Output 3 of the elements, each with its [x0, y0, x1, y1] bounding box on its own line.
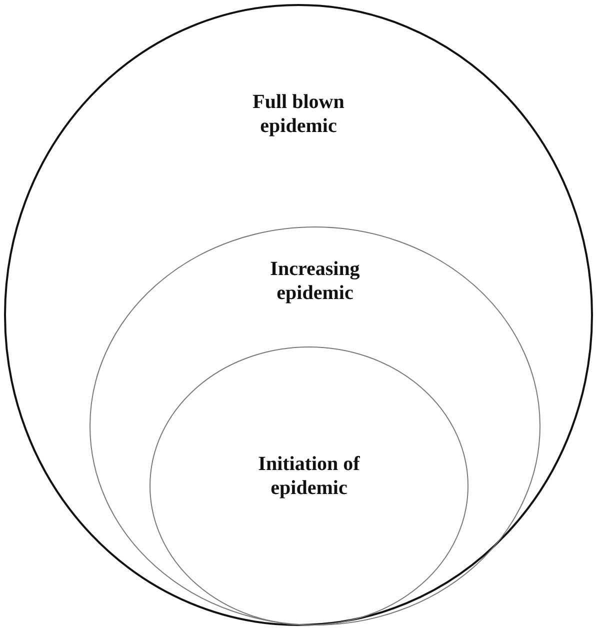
circle-label: Initiation of epidemic — [257, 452, 361, 500]
circle-label: Increasing epidemic — [269, 257, 361, 305]
circle-label: Full blown epidemic — [252, 90, 346, 138]
